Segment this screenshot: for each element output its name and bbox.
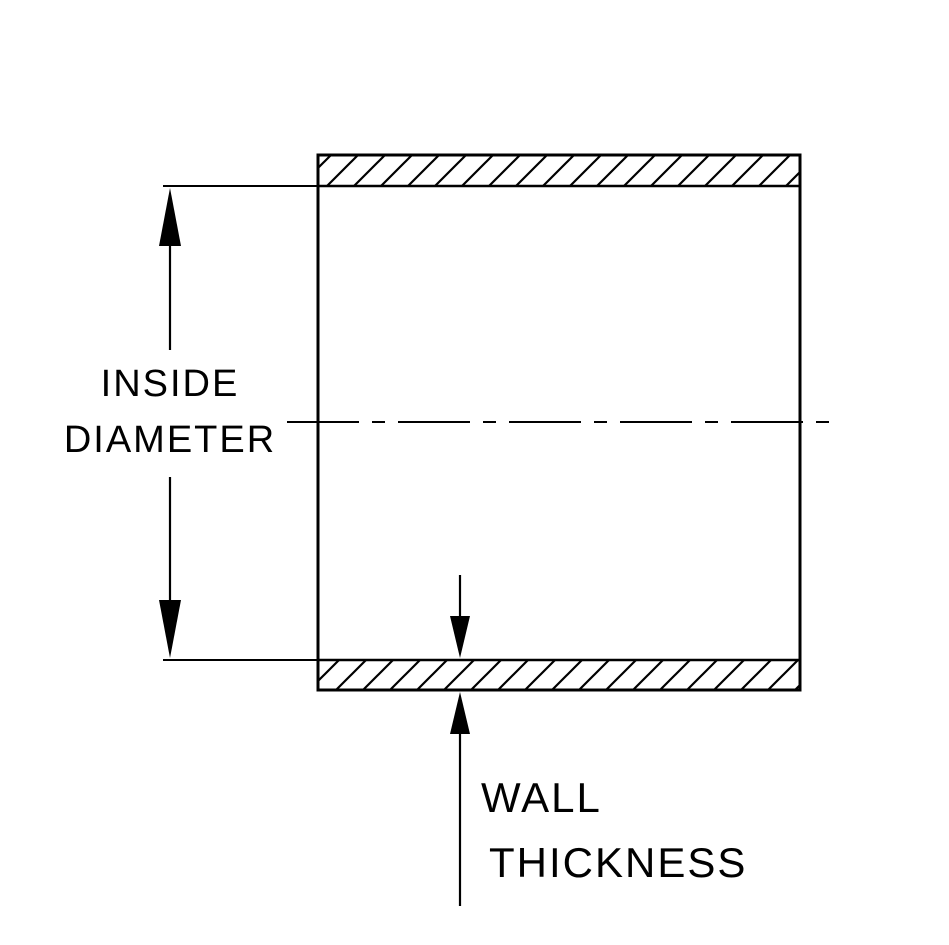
tube-outline bbox=[316, 153, 802, 692]
wall-thickness-label-line2: THICKNESS bbox=[489, 839, 747, 886]
wall-thickness-label-line1: WALL bbox=[481, 774, 602, 821]
wall-thickness-arrow-down bbox=[450, 616, 470, 658]
inside-diameter-label-line1: INSIDE bbox=[101, 363, 240, 405]
bottom-wall-hatch bbox=[318, 660, 800, 690]
inside-diameter-arrow-top bbox=[159, 188, 181, 246]
wall-thickness-arrow-up bbox=[450, 692, 470, 734]
top-wall-hatch bbox=[318, 155, 800, 186]
inside-diameter-arrow-bottom bbox=[159, 600, 181, 658]
inside-diameter-label-line2: DIAMETER bbox=[64, 419, 276, 461]
